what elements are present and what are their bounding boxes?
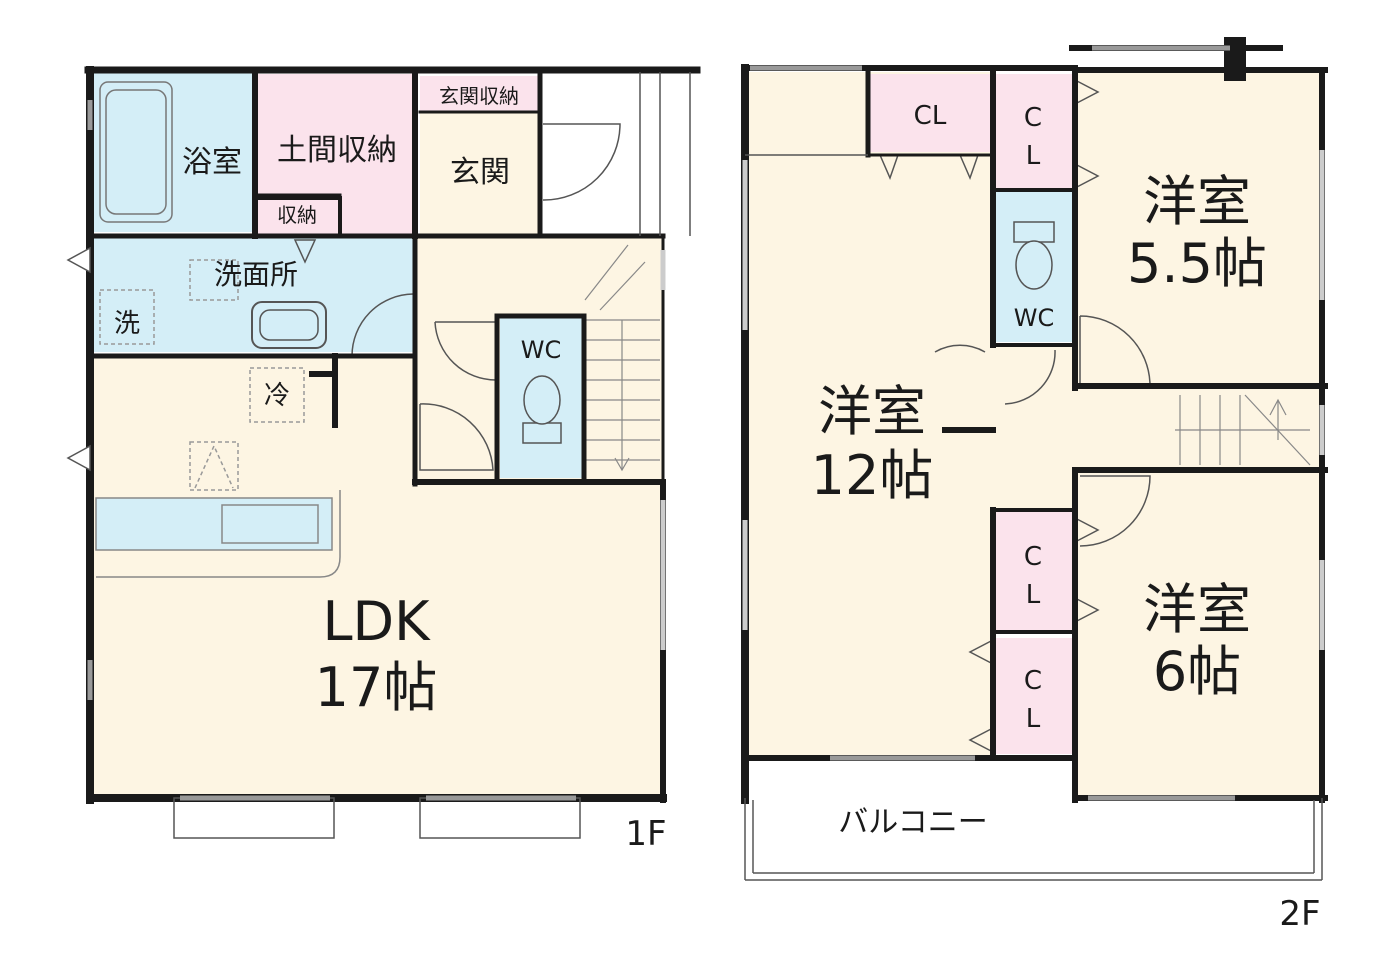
floor-2: CL C L WC C L C L 洋室 5.5帖 洋室 12帖 洋室 6帖 バ… bbox=[741, 37, 1328, 934]
cl-a-label-c: C bbox=[1024, 103, 1042, 133]
bathtub-inner bbox=[105, 89, 167, 215]
stairs-2f bbox=[1175, 394, 1311, 466]
washer-label: 洗 bbox=[114, 309, 140, 339]
entrance-storage-label: 玄関収納 bbox=[439, 84, 519, 108]
room-c-name-label: 洋室 bbox=[1143, 578, 1251, 641]
toilet-bowl-2f bbox=[1015, 240, 1053, 290]
storage-label: 収納 bbox=[277, 203, 317, 227]
room-a-size-label: 5.5帖 bbox=[1127, 232, 1267, 295]
entrance-storage-floor bbox=[420, 76, 538, 112]
ldk-name-label: LDK bbox=[322, 590, 431, 653]
range-hood-mark bbox=[194, 444, 234, 489]
fridge-label: 冷 bbox=[264, 381, 290, 411]
exterior-lines-1f bbox=[66, 72, 691, 839]
balcony-label: バルコニー bbox=[838, 805, 987, 840]
room-b-size-label: 12帖 bbox=[811, 444, 934, 507]
room-c-size-label: 6帖 bbox=[1153, 640, 1241, 703]
bath-label: 浴室 bbox=[182, 145, 242, 180]
cl-b-floor bbox=[996, 512, 1072, 630]
washroom-label: 洗面所 bbox=[214, 258, 298, 291]
washbasin-bowl bbox=[259, 309, 319, 341]
floor-1-label: 1F bbox=[625, 814, 666, 854]
washer-box bbox=[99, 289, 155, 345]
washroom-dash-box bbox=[189, 259, 239, 301]
toilet-tank-2f bbox=[1013, 221, 1055, 243]
room-a-name-label: 洋室 bbox=[1143, 170, 1251, 233]
entrance-floor bbox=[420, 112, 540, 236]
wc-1f-label: WC bbox=[521, 336, 562, 364]
doma-storage-label: 土間収納 bbox=[277, 133, 397, 168]
exterior-lines-2f bbox=[742, 45, 1325, 881]
cl-c-floor bbox=[996, 638, 1072, 754]
cl-a-label-l: L bbox=[1026, 141, 1041, 171]
cl-b-label-l: L bbox=[1026, 580, 1041, 610]
doma-storage-floor bbox=[258, 74, 413, 234]
floor-2-label: 2F bbox=[1279, 894, 1320, 934]
range-hood-box bbox=[189, 441, 239, 491]
cl-c-label-c: C bbox=[1024, 666, 1042, 696]
ldk-size-label: 17帖 bbox=[315, 656, 438, 719]
doors-2f bbox=[879, 79, 1151, 753]
room-b-name-label: 洋室 bbox=[818, 380, 926, 443]
cl-a-floor bbox=[996, 74, 1072, 188]
floor-1: 浴室 土間収納 玄関収納 玄関 収納 洗面所 洗 冷 WC LDK 17帖 1F bbox=[66, 66, 701, 854]
kitchen-sink bbox=[221, 504, 319, 544]
kitchen-curve bbox=[96, 490, 341, 578]
wc-2f-label: WC bbox=[1014, 304, 1055, 332]
entrance-label: 玄関 bbox=[450, 155, 510, 190]
room6-floor bbox=[1075, 472, 1322, 798]
cl-b-label-c: C bbox=[1024, 542, 1042, 572]
room12-floor bbox=[747, 72, 992, 758]
cl-top-floor bbox=[870, 74, 990, 152]
toilet-tank-1f bbox=[522, 422, 562, 444]
room55-floor bbox=[1075, 72, 1322, 385]
fridge-box bbox=[249, 367, 305, 423]
cl-top-label: CL bbox=[914, 101, 947, 131]
cl-c-label-l: L bbox=[1026, 704, 1041, 734]
stairs-1f bbox=[584, 244, 660, 472]
toilet-bowl-1f bbox=[523, 375, 561, 425]
